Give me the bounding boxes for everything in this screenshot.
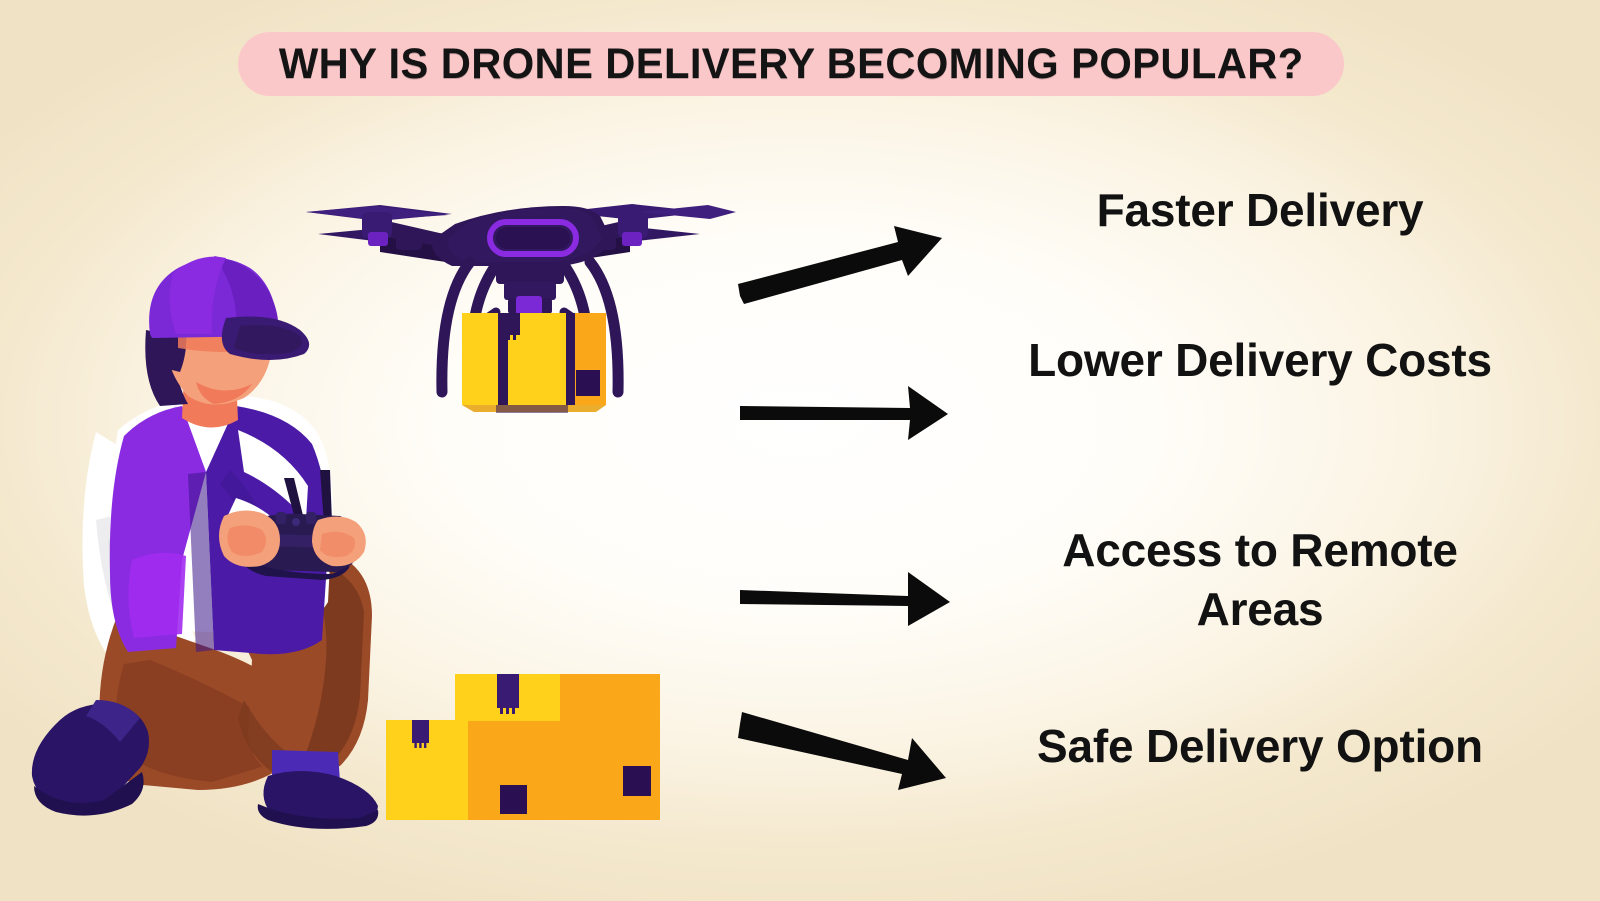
drone-remote-controller <box>238 470 360 580</box>
drone-arms <box>362 212 648 266</box>
operator-front-arm <box>222 430 308 560</box>
drone-landing-legs <box>436 256 624 398</box>
operator-front-shoe <box>257 750 379 829</box>
arrow-1 <box>738 226 942 304</box>
operator-back-shoe <box>31 700 149 816</box>
operator-back-sleeve <box>82 432 196 676</box>
arrow-2 <box>740 386 948 440</box>
operator-front-leg <box>212 549 372 780</box>
drone-propellers <box>306 204 736 243</box>
benefit-item-2: Lower Delivery Costs <box>1028 334 1492 386</box>
operator-hands <box>219 510 366 567</box>
page-title: WHY IS DRONE DELIVERY BECOMING POPULAR? <box>278 39 1304 88</box>
benefit-item-3: Access to Remote Areas <box>1062 524 1458 635</box>
operator-cap <box>149 256 310 360</box>
benefit-item-4: Safe Delivery Option <box>1037 720 1483 772</box>
drone-body <box>431 206 612 318</box>
arrow-3 <box>740 572 950 626</box>
operator-kneeling-leg <box>99 614 309 790</box>
operator-shirt <box>108 396 333 634</box>
title-banner: WHY IS DRONE DELIVERY BECOMING POPULAR? <box>238 32 1344 96</box>
arrow-4 <box>738 712 946 790</box>
stacked-parcel-boxes <box>386 674 660 820</box>
operator-head <box>145 300 273 428</box>
benefit-item-1: Faster Delivery <box>1096 184 1424 236</box>
drone-package <box>462 313 606 413</box>
drone-package-straps <box>465 307 595 335</box>
operator-vest <box>109 406 329 655</box>
